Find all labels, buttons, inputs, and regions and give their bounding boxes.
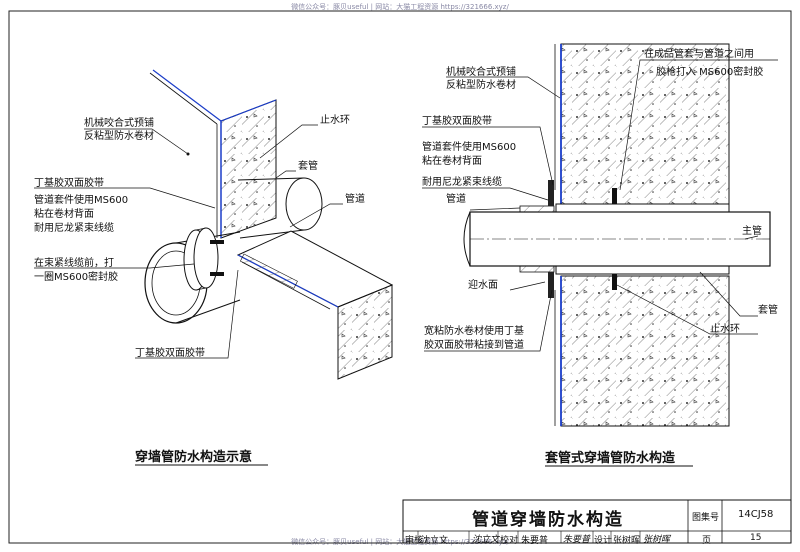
left-label-butyl-tape-top: 丁基胶双面胶带: [34, 178, 104, 189]
left-diagram-drawing: [34, 69, 394, 466]
atlas-value: 14CJ58: [738, 509, 774, 520]
design-name: 张树晖: [613, 536, 641, 546]
right-diagram-drawing: [422, 43, 778, 467]
left-label-seal-1: 在束紧线缆前，打: [34, 258, 114, 269]
left-diagram-caption: 穿墙管防水构造示意: [135, 450, 253, 465]
right-label-gap-seal-2: 胶枪打入 MS600密封胶: [656, 67, 764, 78]
left-label-membrane-1: 机械咬合式预铺: [84, 118, 154, 129]
page-label: 页: [702, 536, 712, 546]
right-label-wide-membrane-1: 宽粘防水卷材使用丁基: [424, 326, 524, 337]
left-label-cable-tie: 耐用尼龙紧束线缆: [34, 223, 114, 234]
right-label-kit-1: 管道套件使用MS600: [422, 142, 517, 153]
right-label-pipe: 管道: [446, 194, 466, 205]
right-label-water-ring: 止水环: [710, 324, 740, 335]
check-signature: 朱要普: [563, 535, 591, 545]
watermark-bottom: 微信公众号：豚贝useful | 网站：大猫工程资源 https://32166…: [291, 538, 509, 546]
right-label-sleeve: 套管: [758, 305, 778, 316]
review-name: 沈立文: [421, 536, 449, 546]
right-label-main-pipe: 主管: [742, 226, 762, 237]
title-block-lines: [402, 499, 792, 544]
right-label-membrane-2: 反粘型防水卷材: [446, 80, 516, 91]
right-label-water-face: 迎水面: [468, 280, 498, 291]
design-label: 设计: [594, 536, 613, 546]
left-label-membrane-2: 反粘型防水卷材: [84, 131, 154, 142]
watermark-top: 微信公众号：豚贝useful | 网站：大猫工程资源 https://32166…: [291, 3, 509, 11]
right-label-membrane-1: 机械咬合式预铺: [446, 67, 516, 78]
drawing-title: 管道穿墙防水构造: [472, 510, 624, 530]
left-label-sleeve: 套管: [298, 161, 318, 172]
left-label-kit-2: 粘在卷材背面: [34, 209, 94, 220]
left-label-water-ring: 止水环: [320, 115, 350, 126]
atlas-label: 图集号: [692, 513, 720, 523]
check-label: 校对: [500, 536, 519, 546]
right-diagram-caption: 套管式穿墙管防水构造: [545, 451, 676, 466]
right-label-kit-2: 粘在卷材背面: [422, 156, 482, 167]
design-signature: 张树晖: [643, 535, 671, 545]
right-label-butyl-tape: 丁基胶双面胶带: [422, 116, 492, 127]
review-label: 审核: [405, 536, 424, 546]
left-label-seal-2: 一圈MS600密封胶: [34, 272, 119, 283]
right-label-wide-membrane-2: 胶双面胶带粘接到管道: [424, 340, 524, 351]
right-label-gap-seal-1: 在成品管套与管道之间用: [644, 49, 754, 60]
left-label-pipe: 管道: [345, 194, 365, 205]
right-label-cable-tie: 耐用尼龙紧束线缆: [422, 177, 502, 188]
review-signature: 沈立文: [472, 535, 500, 545]
page-value: 15: [750, 533, 762, 543]
left-label-kit-1: 管道套件使用MS600: [34, 195, 129, 206]
sheet-border: [8, 10, 792, 544]
left-label-butyl-tape-bottom: 丁基胶双面胶带: [135, 348, 205, 359]
check-name: 朱要普: [521, 536, 549, 546]
